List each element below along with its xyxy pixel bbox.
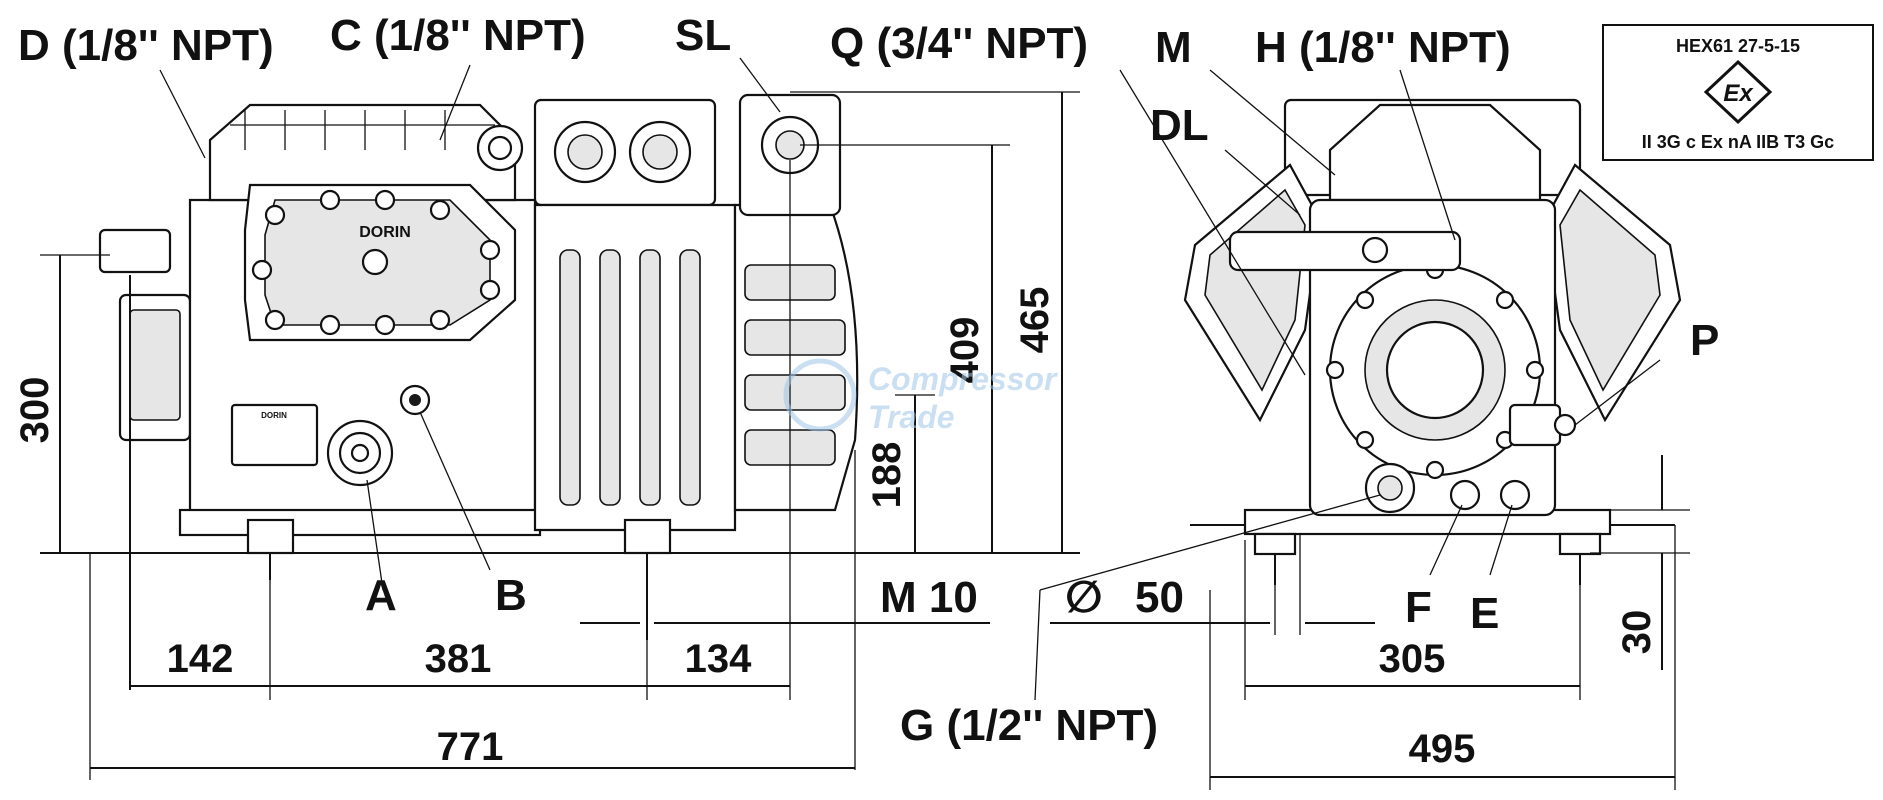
label-p: P (1690, 316, 1719, 365)
ex-hexagon-icon (1703, 59, 1773, 125)
label-f: F (1405, 583, 1432, 632)
dims-end (1050, 455, 1690, 790)
cover-bolts (251, 189, 501, 336)
dim-409: 409 (943, 317, 987, 384)
dim-771: 771 (437, 725, 504, 769)
label-m10: M 10 (880, 573, 978, 622)
label-b: B (495, 571, 527, 620)
foot-left (246, 518, 295, 555)
watermark-line2: Trade (868, 399, 955, 435)
dim-495: 495 (1409, 727, 1476, 771)
cert-code: HEX61 27-5-15 (1676, 36, 1800, 56)
cover-logo: DORIN (359, 224, 411, 241)
label-phi: ∅ (1065, 573, 1103, 622)
dims-vertical-side (40, 91, 1080, 553)
flange-bolts (1325, 260, 1545, 480)
ex-symbol: Ex (1723, 80, 1754, 107)
label-phi-value: 50 (1135, 573, 1184, 622)
dim-300: 300 (13, 377, 57, 444)
motor-ribs (559, 249, 701, 506)
dim-381: 381 (425, 637, 492, 681)
atex-certification-box: HEX61 27-5-15 Ex II 3G c Ex nA IIB T3 Gc (1602, 24, 1874, 161)
dim-305: 305 (1379, 637, 1446, 681)
watermark-line1: Compressor (868, 361, 1058, 397)
leaders-end (1034, 69, 1661, 701)
label-m: M (1155, 23, 1192, 72)
end-foot-left (1253, 532, 1297, 556)
cert-marking: II 3G c Ex nA IIB T3 Gc (1642, 132, 1834, 152)
port-e (1499, 479, 1531, 511)
dim-188: 188 (865, 442, 909, 509)
label-dl: DL (1150, 101, 1209, 150)
nameplate (230, 403, 319, 467)
port-f (1449, 479, 1481, 511)
end-foot-right (1558, 532, 1602, 556)
side-view: DORIN DORIN (40, 57, 1080, 780)
end-view (1034, 69, 1690, 790)
foot-right (623, 518, 672, 555)
dims-horizontal-side (89, 160, 990, 780)
leaders-side (159, 57, 1000, 591)
discharge-line (1228, 230, 1462, 272)
label-q: Q (3/4'' NPT) (830, 19, 1088, 68)
label-e: E (1470, 589, 1499, 638)
label-sl: SL (675, 11, 731, 60)
label-g: G (1/2'' NPT) (900, 701, 1158, 750)
label-c: C (1/8'' NPT) (330, 11, 586, 60)
nameplate-logo: DORIN (261, 411, 287, 420)
watermark-logo-icon (783, 358, 857, 432)
dim-142: 142 (167, 637, 234, 681)
dim-134: 134 (685, 637, 752, 681)
dim-30: 30 (1615, 610, 1659, 655)
label-a: A (365, 571, 397, 620)
flange-center (1385, 320, 1485, 420)
label-h: H (1/8'' NPT) (1255, 23, 1511, 72)
label-d: D (1/8'' NPT) (18, 21, 274, 70)
dim-465: 465 (1013, 287, 1057, 354)
watermark: Compressor Trade (783, 358, 1058, 435)
port-p (1508, 403, 1562, 447)
